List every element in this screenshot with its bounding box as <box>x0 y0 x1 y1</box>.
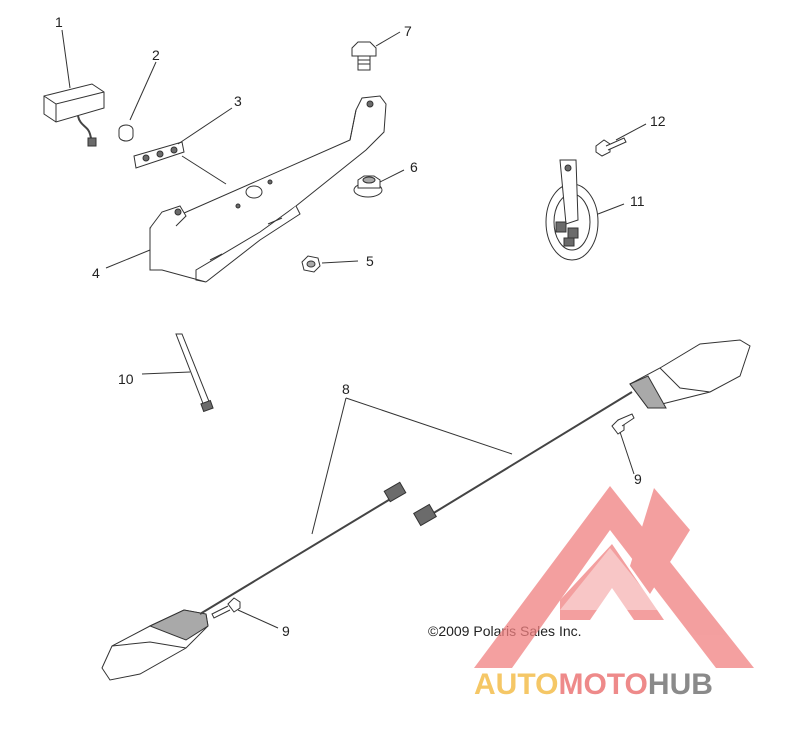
leader-6 <box>379 169 405 183</box>
leader-9a <box>619 431 635 475</box>
part-6-flange-nut <box>353 175 383 198</box>
part-12-screw <box>595 137 627 157</box>
leader-12 <box>615 123 647 141</box>
part-11-horn <box>545 159 599 261</box>
callout-11: 11 <box>630 193 645 209</box>
leader-11 <box>597 203 625 215</box>
leader-3 <box>177 107 233 145</box>
callout-7: 7 <box>404 23 412 39</box>
callout-3: 3 <box>234 93 242 109</box>
callout-5: 5 <box>366 253 374 269</box>
part-5-nut <box>301 255 321 273</box>
leader-10 <box>141 371 191 375</box>
part-9-screw-lower <box>211 597 241 619</box>
part-7-bolt <box>351 41 377 71</box>
leader-2 <box>129 61 157 121</box>
leader-3b <box>181 155 227 185</box>
part-8-turn-signal-left <box>101 481 407 681</box>
part-10-cable-tie <box>175 333 214 413</box>
callout-12: 12 <box>650 113 666 129</box>
part-2-spacer <box>118 124 134 142</box>
callout-10: 10 <box>118 371 134 387</box>
callout-4: 4 <box>92 265 100 281</box>
callout-2: 2 <box>152 47 160 63</box>
triangle-m-logo-icon <box>474 486 754 668</box>
callout-9a: 9 <box>634 471 642 487</box>
part-8-turn-signal-right <box>413 339 751 527</box>
leader-7 <box>375 31 401 47</box>
leader-8a <box>311 397 347 535</box>
leader-1 <box>61 29 71 89</box>
callout-6: 6 <box>410 159 418 175</box>
leader-4 <box>105 249 151 269</box>
part-4-bracket <box>149 95 387 283</box>
watermark-text: AUTOMOTOHUB <box>474 668 713 701</box>
part-3-plate <box>133 141 185 169</box>
part-1-tail-light <box>43 83 105 147</box>
leader-8b <box>345 397 513 455</box>
callout-9b: 9 <box>282 623 290 639</box>
callout-8: 8 <box>342 381 350 397</box>
part-9-screw-upper <box>611 413 635 435</box>
callout-1: 1 <box>55 14 63 30</box>
leader-9b <box>237 609 279 629</box>
watermark-auto: AUTOMOTOHUB <box>474 668 713 701</box>
leader-5 <box>321 260 359 264</box>
